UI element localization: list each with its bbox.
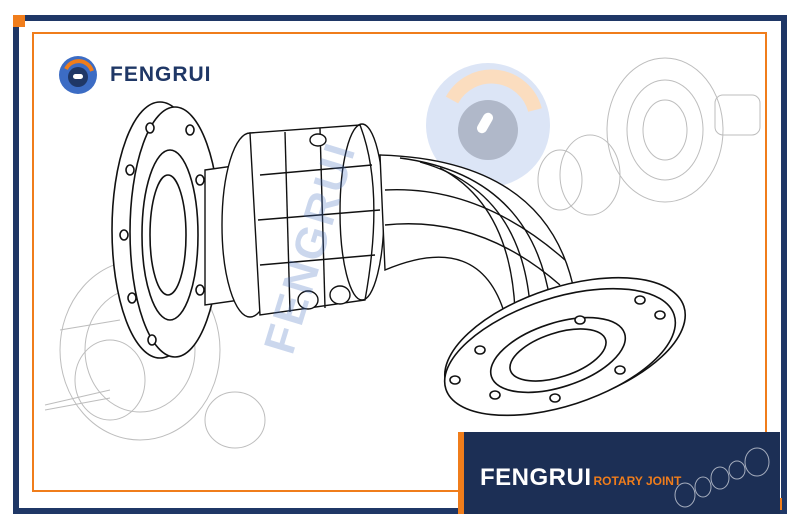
- fengrui-logo-icon: [59, 56, 97, 94]
- housing-body: [204, 123, 385, 318]
- brand-logo: FENGRUI: [58, 55, 212, 95]
- inner-frame: [32, 32, 767, 492]
- banner-brand: FENGRUI: [480, 464, 592, 491]
- banner-accent-bar: [458, 432, 464, 514]
- brand-banner: [458, 432, 780, 514]
- exploded-parts-icon: [674, 447, 770, 508]
- outer-frame: [13, 15, 787, 514]
- left-flange: [111, 101, 221, 359]
- watermark-logo: [426, 63, 550, 187]
- logo-text: FENGRUI: [110, 63, 212, 86]
- corner-square-top-left: [13, 15, 25, 27]
- banner-subtitle: ROTARY JOINT: [593, 474, 682, 488]
- right-flange: [443, 276, 687, 417]
- elbow-pipe: [379, 154, 576, 316]
